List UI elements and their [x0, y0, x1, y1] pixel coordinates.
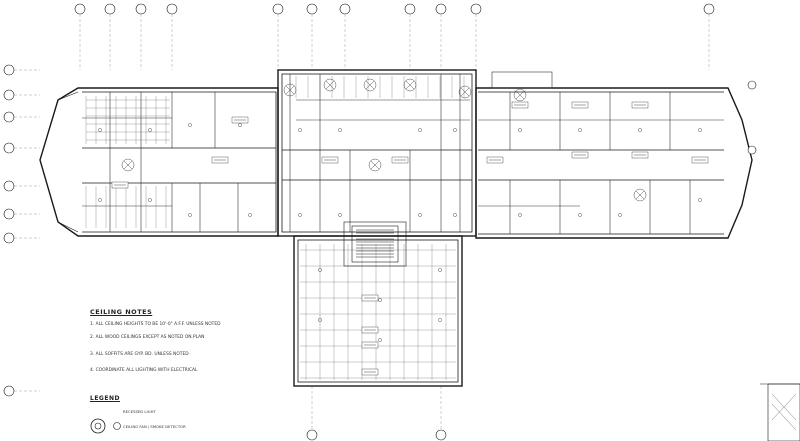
grid-bubble [3, 180, 15, 192]
wall-detail [760, 383, 800, 441]
west-wing-outline [39, 87, 279, 237]
recessed-light-icon [98, 128, 102, 132]
room-tags [111, 101, 709, 376]
room-partitions [57, 71, 724, 234]
grid-column-lines [79, 14, 710, 430]
legend-symbols [90, 418, 121, 434]
recessed-light-icon [438, 318, 442, 322]
ceiling-fan-icon [113, 422, 121, 430]
grid-bubble [404, 3, 416, 15]
recessed-light-icon [298, 128, 302, 132]
recessed-light-icon [148, 198, 152, 202]
grid-bubble [747, 145, 757, 155]
grid-bubble [3, 89, 15, 101]
light-fixture-icon [283, 83, 297, 97]
fixture-mark [285, 85, 295, 95]
recessed-light-icon [378, 338, 382, 342]
partition-wall [57, 91, 79, 233]
recessed-light-icon [518, 128, 522, 132]
light-fixture-icon [363, 78, 377, 92]
legend-item-label: CEILING FAN / SMOKE DETECTOR [123, 424, 186, 429]
stair [343, 221, 407, 267]
grid-bubble [3, 385, 15, 397]
recessed-light-icon [338, 213, 342, 217]
grid-bubble [104, 3, 116, 15]
recessed-light-icon [438, 268, 442, 272]
grid-bubble [272, 3, 284, 15]
grid-bubble [3, 208, 15, 220]
fixture-mark [123, 160, 133, 170]
ceiling-note-3: 3. ALL SOFFITS ARE GYP. BD. UNLESS NOTED [90, 352, 189, 357]
fixture-mark [635, 190, 645, 200]
recessed-light-icon [90, 418, 106, 434]
grid-bubble [306, 3, 318, 15]
fixture-mark [515, 90, 525, 100]
light-fixture-icon [323, 78, 337, 92]
fixture-mark [460, 87, 470, 97]
grid-bubble [3, 232, 15, 244]
grid-bubble [135, 3, 147, 15]
light-fixture-icon [458, 85, 472, 99]
ceiling-grid [85, 76, 465, 380]
grid-bubble [3, 64, 15, 76]
ceiling-notes-title: CEILING NOTES [90, 308, 153, 316]
grid-bubble [3, 111, 15, 123]
recessed-light-icon [318, 268, 322, 272]
light-fixture-icon [368, 158, 382, 172]
light-fixture-icon [121, 158, 135, 172]
fixture-mark [325, 80, 335, 90]
fixture-mark [405, 80, 415, 90]
fixture-mark [370, 160, 380, 170]
recessed-light-icon [698, 128, 702, 132]
grid-bubble [470, 3, 482, 15]
recessed-light-icon [578, 213, 582, 217]
ceiling-note-1: 1. ALL CEILING HEIGHTS TO BE 10'-0" A.F.… [90, 322, 221, 327]
grid-bubble [747, 80, 757, 90]
recessed-light-icon [188, 123, 192, 127]
recessed-light-icon [338, 128, 342, 132]
recessed-light-icon [148, 128, 152, 132]
light-fixture-icon [513, 88, 527, 102]
grid-bubble [703, 3, 715, 15]
grid-bubble [3, 142, 15, 154]
light-fixtures [98, 78, 702, 342]
partition-wall [491, 71, 553, 89]
grid-bubble [339, 3, 351, 15]
recessed-light-icon [188, 213, 192, 217]
grid-bubble [166, 3, 178, 15]
grid-bubble [306, 429, 318, 441]
recessed-light-icon [638, 128, 642, 132]
east-wing-outline [475, 87, 753, 239]
legend-title: LEGEND [90, 395, 120, 402]
fixture-mark [365, 80, 375, 90]
legend-item-label: RECESSED LIGHT [123, 409, 156, 414]
central-block-outline [277, 69, 477, 237]
light-fixture-icon [633, 188, 647, 202]
grid-bubble [435, 3, 447, 15]
grid-row-lines [14, 69, 40, 392]
recessed-light-icon [378, 298, 382, 302]
light-fixture-icon [403, 78, 417, 92]
ceiling-note-2: 2. ALL WOOD CEILINGS EXCEPT AS NOTED ON … [90, 335, 205, 340]
recessed-light-icon [618, 213, 622, 217]
recessed-light-icon [418, 128, 422, 132]
recessed-light-icon [298, 213, 302, 217]
recessed-light-icon [248, 213, 252, 217]
grid-bubble [435, 429, 447, 441]
recessed-light-icon [453, 128, 457, 132]
recessed-light-icon [318, 318, 322, 322]
recessed-light-icon [698, 198, 702, 202]
south-extension-outline [293, 235, 463, 387]
recessed-light-icon [418, 213, 422, 217]
grid-bubble [74, 3, 86, 15]
ceiling-note-4: 4. COORDINATE ALL LIGHTING WITH ELECTRIC… [90, 368, 198, 373]
recessed-light-icon [518, 213, 522, 217]
recessed-light-icon [98, 198, 102, 202]
recessed-light-icon [453, 213, 457, 217]
recessed-light-icon [238, 123, 242, 127]
recessed-light-icon [578, 128, 582, 132]
